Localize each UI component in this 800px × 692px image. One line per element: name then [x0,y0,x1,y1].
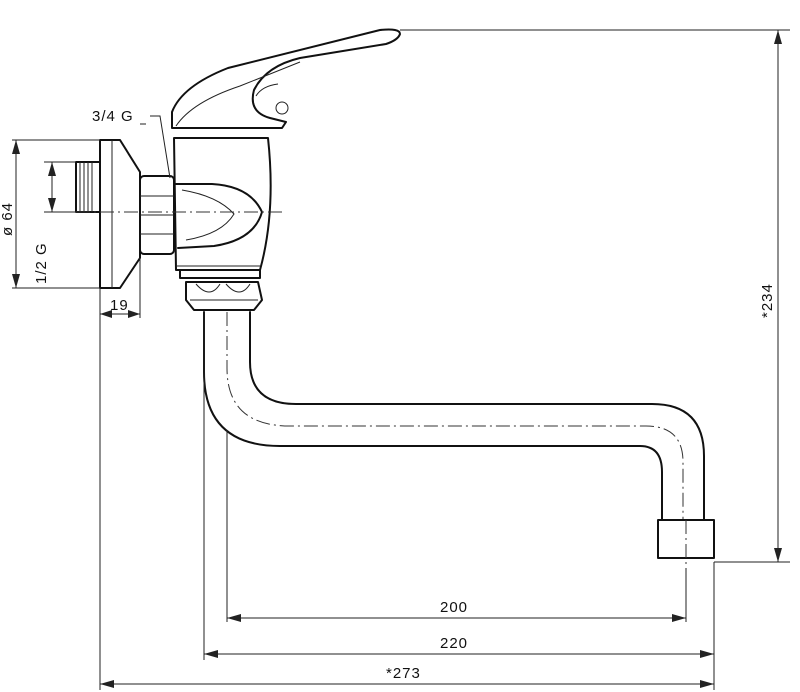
lever-handle [171,28,401,129]
height-label: *234 [759,283,776,318]
mixer-body [173,137,272,279]
diameter-label: ø 64 [0,202,16,236]
extension-lines [12,29,790,690]
spout-220-label: 220 [440,635,468,652]
wall-offset-label: 19 [110,297,129,314]
threaded-stub [75,161,101,213]
hex-nut [139,175,175,255]
thread-top-label: 3/4 G [92,108,134,125]
thread-left-label: 1/2 G [33,242,50,284]
dimension-lines [12,30,782,688]
swivel-nut [185,281,263,311]
spout-200-label: 200 [440,599,468,616]
aerator [657,519,715,568]
spout-tube [203,311,705,521]
total-width-label: *273 [386,665,421,682]
wall-flange [99,139,141,289]
